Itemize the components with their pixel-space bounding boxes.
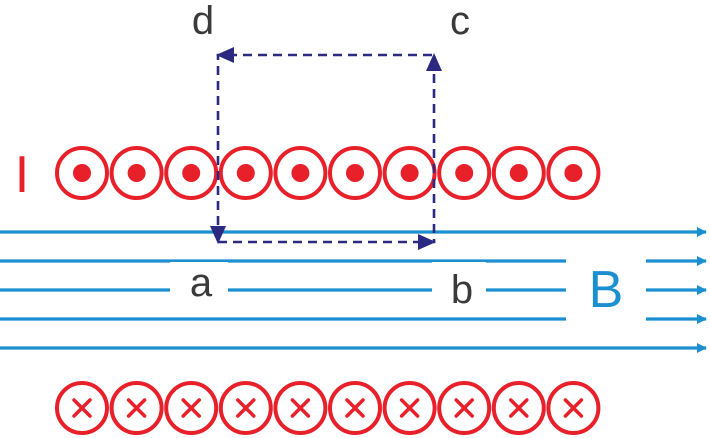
corner-a-label: a	[190, 261, 213, 305]
dot-in-circle-icon	[55, 146, 109, 200]
arrow-c-to-d	[216, 47, 234, 63]
amperian-loop	[210, 47, 442, 250]
cross-in-circle-icon	[218, 381, 273, 435]
cross-in-circle-icon	[546, 381, 601, 435]
dot-in-circle-icon	[218, 146, 273, 200]
dot-in-circle-icon	[546, 146, 601, 200]
dot-in-circle-icon	[328, 146, 382, 200]
label-a-mask	[170, 262, 228, 306]
dot-in-circle-icon	[109, 146, 164, 200]
arrow-a-to-b	[418, 234, 436, 250]
cross-in-circle-icon	[55, 381, 109, 435]
label-b-mask	[432, 262, 486, 306]
current-label: I	[15, 146, 29, 204]
corner-b-label: b	[451, 268, 473, 312]
field-label: B	[589, 261, 624, 319]
dot-in-circle-icon	[437, 146, 492, 200]
dot-in-circle-icon	[273, 146, 328, 200]
loop-path	[216, 53, 436, 244]
dot-in-circle-icon	[164, 146, 219, 200]
cross-in-circle-icon	[164, 381, 219, 435]
cross-in-circle-icon	[273, 381, 328, 435]
cross-in-circle-icon	[382, 381, 437, 435]
cross-in-circle-icon	[437, 381, 492, 435]
corner-d-label: d	[192, 0, 214, 43]
arrow-b-to-c	[426, 53, 442, 71]
dot-in-circle-icon	[382, 146, 437, 200]
cross-in-circle-icon	[491, 381, 546, 435]
cross-in-circle-icon	[109, 381, 164, 435]
cross-in-circle-icon	[328, 381, 382, 435]
corner-c-label: c	[450, 0, 470, 43]
arrow-d-to-a	[210, 226, 226, 244]
wires-out-of-page	[55, 146, 601, 200]
label-B-mask	[566, 248, 646, 332]
wires-into-page	[55, 381, 601, 435]
dot-in-circle-icon	[491, 146, 546, 200]
